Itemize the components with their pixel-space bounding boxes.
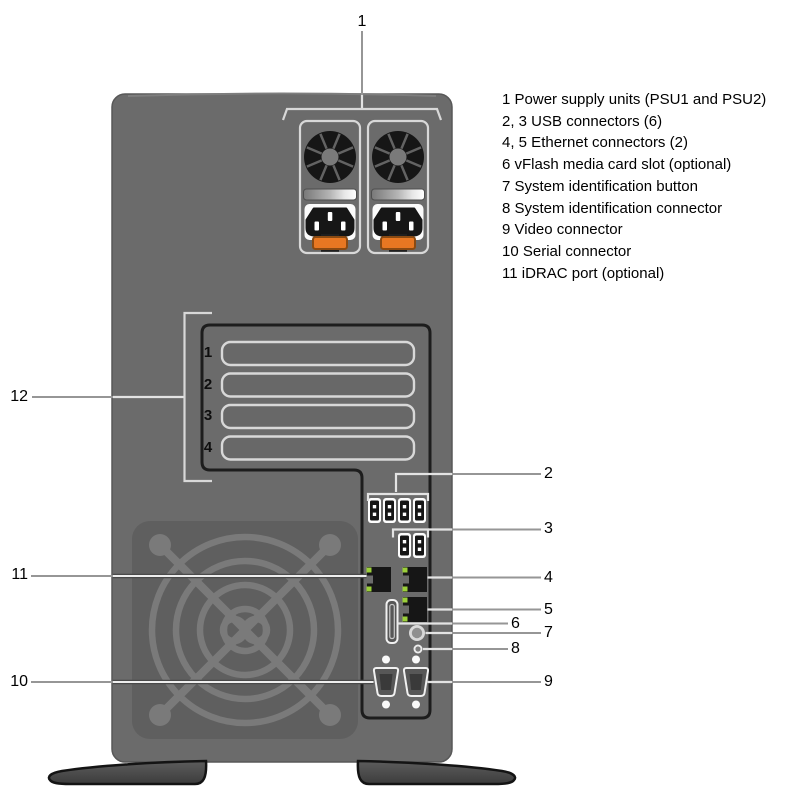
callout-number-6: 6 <box>511 615 520 632</box>
callout-number-8: 8 <box>511 640 520 657</box>
callout-graphics <box>31 31 541 685</box>
usb-port-icon <box>398 533 411 558</box>
ethernet-port-1 <box>402 567 427 592</box>
slot-number-2: 2 <box>203 375 213 393</box>
usb-ports-group-3 <box>398 533 426 558</box>
callout-line-2 <box>394 472 452 492</box>
callout-number-7: 7 <box>544 624 553 641</box>
ethernet-port-2 <box>402 597 427 622</box>
legend-item: 7 System identification button <box>502 177 698 195</box>
serial-port <box>372 655 400 709</box>
system-id-button <box>409 625 425 641</box>
usb-port-icon <box>413 498 426 523</box>
system-id-connector <box>413 644 423 654</box>
expansion-slot-2 <box>220 372 416 398</box>
psu-1 <box>298 119 362 255</box>
callout-number-9: 9 <box>544 673 553 690</box>
left-foot <box>47 759 208 786</box>
callout-number-4: 4 <box>544 569 553 586</box>
expansion-slot-3 <box>220 403 416 430</box>
expansion-slot-4 <box>220 435 416 461</box>
psu-handle <box>371 188 425 201</box>
legend: 1 Power supply units (PSU1 and PSU2) 2, … <box>502 89 794 284</box>
legend-item: 4, 5 Ethernet connectors (2) <box>502 134 688 152</box>
right-foot <box>356 759 517 786</box>
bracket-usb2 <box>391 528 430 538</box>
legend-item: 9 Video connector <box>502 221 623 239</box>
psu-release-latch <box>312 236 348 250</box>
bracket-expansion-slots <box>183 311 212 483</box>
stand-feet <box>47 759 517 786</box>
video-port <box>402 655 430 709</box>
bracket-usb4 <box>366 492 430 501</box>
expansion-slot-1 <box>220 340 416 367</box>
legend-item: 11 iDRAC port (optional) <box>502 264 665 282</box>
slot-number-4: 4 <box>203 438 213 456</box>
fan-grille <box>132 521 358 739</box>
legend-item: 1 Power supply units (PSU1 and PSU2) <box>502 91 767 108</box>
ethernet-port-idrac <box>366 567 391 592</box>
callout-number-12: 12 <box>10 388 28 405</box>
callout-number-2: 2 <box>544 465 553 482</box>
bracket-psu <box>281 107 443 121</box>
legend-item: 2, 3 USB connectors (6) <box>502 112 663 130</box>
psu-handle <box>303 188 357 201</box>
usb-port-icon <box>413 533 426 558</box>
legend-item: 8 System identification connector <box>502 199 723 217</box>
slot-number-3: 3 <box>203 407 213 424</box>
callout-number-1: 1 <box>357 13 367 30</box>
vflash-slot <box>385 599 399 644</box>
usb-port-icon <box>368 498 381 523</box>
usb-ports-group-2 <box>368 498 426 523</box>
legend-item: 6 vFlash media card slot (optional) <box>502 156 732 174</box>
usb-port-icon <box>398 498 411 523</box>
callout-number-5: 5 <box>544 601 553 618</box>
legend-item: 10 Serial connector <box>502 242 632 260</box>
slot-number-1: 1 <box>203 344 213 361</box>
callout-number-3: 3 <box>544 520 553 537</box>
callout-number-11: 11 <box>11 566 28 583</box>
expansion-slot-panel <box>220 340 416 461</box>
psu-2 <box>366 119 430 255</box>
callout-number-10: 10 <box>10 673 28 690</box>
psu-release-latch <box>380 236 416 250</box>
usb-port-icon <box>383 498 396 523</box>
io-panel-outline <box>200 323 432 720</box>
